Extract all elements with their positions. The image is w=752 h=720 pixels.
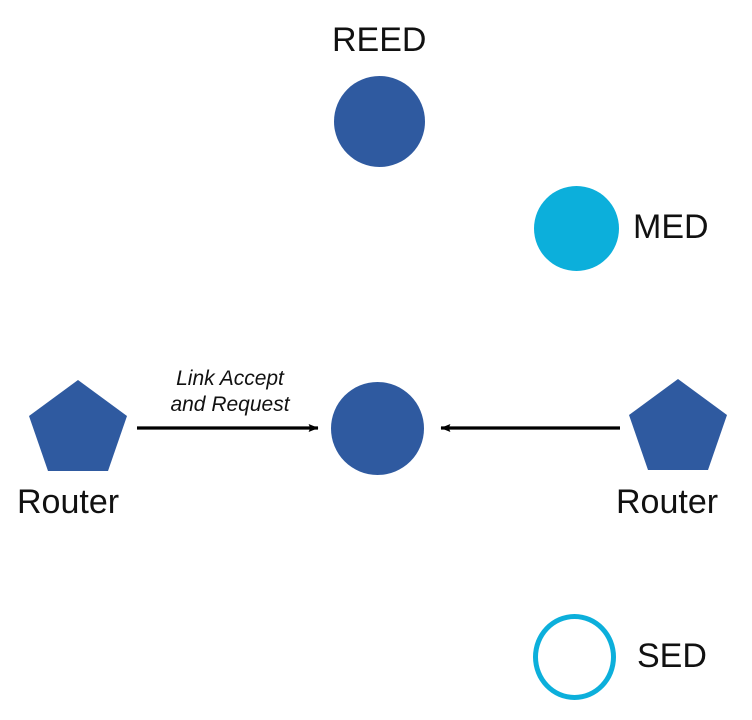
reed-node-label: REED [332, 21, 427, 59]
sed-node-circle[interactable] [533, 614, 616, 700]
med-node-circle[interactable] [534, 186, 619, 271]
reed-node-circle[interactable] [334, 76, 425, 167]
router-left-pentagon[interactable] [29, 380, 127, 471]
med-node-label: MED [633, 208, 709, 246]
router-left-label: Router [17, 483, 120, 521]
edge-left-label: Link Accept and Request [170, 367, 290, 416]
router-right-label: Router [616, 483, 719, 521]
router-right-pentagon[interactable] [629, 379, 727, 470]
sed-node-label: SED [637, 637, 707, 675]
center-node-circle[interactable] [331, 382, 424, 475]
